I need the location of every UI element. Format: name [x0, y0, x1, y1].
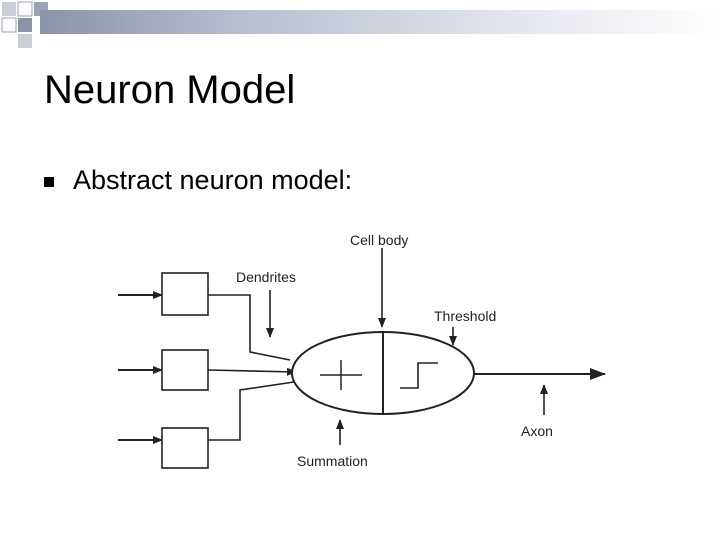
threshold-step-icon	[400, 362, 438, 389]
axon-label: Axon	[521, 423, 553, 439]
bullet-item: Abstract neuron model:	[44, 165, 352, 196]
summation-label: Summation	[297, 453, 368, 469]
threshold-label: Threshold	[434, 308, 496, 324]
header-gradient-bar	[40, 10, 720, 34]
dendrites-label: Dendrites	[236, 269, 296, 285]
cell-body-label: Cell body	[350, 232, 408, 248]
deco-square	[17, 1, 33, 17]
bullet-text: Abstract neuron model:	[73, 165, 353, 195]
deco-square	[18, 34, 32, 48]
neuron-model-diagram: Cell body Dendrites Threshold Summation …	[118, 232, 606, 469]
dendrite-line	[208, 294, 291, 361]
dendrite-line	[208, 381, 295, 441]
summation-plus-icon	[320, 360, 362, 390]
deco-square	[1, 17, 17, 33]
slide-title: Neuron Model	[44, 68, 296, 112]
dendrite-line	[207, 367, 297, 376]
square-bullet-icon	[44, 176, 54, 187]
input-box	[161, 427, 209, 469]
deco-square	[2, 2, 16, 16]
input-box	[161, 349, 209, 391]
deco-square	[18, 18, 32, 32]
input-box	[161, 272, 209, 316]
